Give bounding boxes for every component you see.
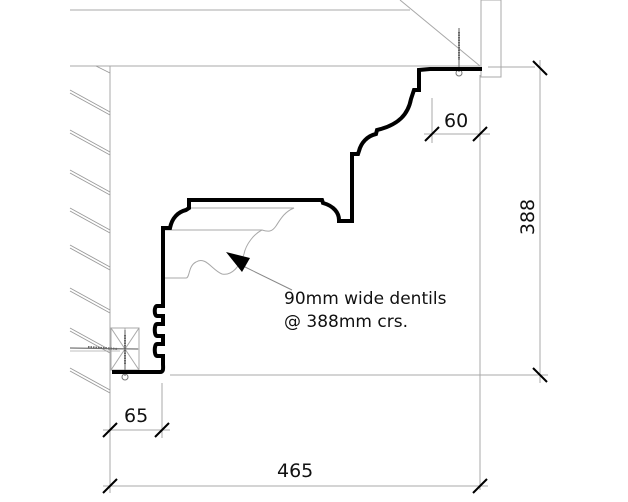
dimension-label-60: 60: [444, 110, 469, 132]
wall-screw-icon: [69, 346, 139, 352]
dentil-outline: [165, 207, 295, 279]
dimension-label-388: 388: [517, 198, 539, 236]
leader-arrow-icon: [226, 252, 293, 291]
dimension-60: [424, 75, 490, 490]
dimension-label-465: 465: [277, 460, 314, 482]
dimension-388: [170, 60, 548, 383]
cornice-profile: [112, 67, 482, 374]
ceiling-lines: [70, 0, 535, 78]
dimension-65: [102, 383, 170, 493]
wall-hatching: [69, 65, 111, 395]
vertical-screw-icon: [121, 330, 129, 381]
dimension-465: [102, 478, 488, 494]
annotation-line-2: @ 388mm crs.: [284, 312, 408, 332]
annotation-line-1: 90mm wide dentils: [284, 289, 447, 309]
dimension-label-65: 65: [124, 405, 149, 427]
